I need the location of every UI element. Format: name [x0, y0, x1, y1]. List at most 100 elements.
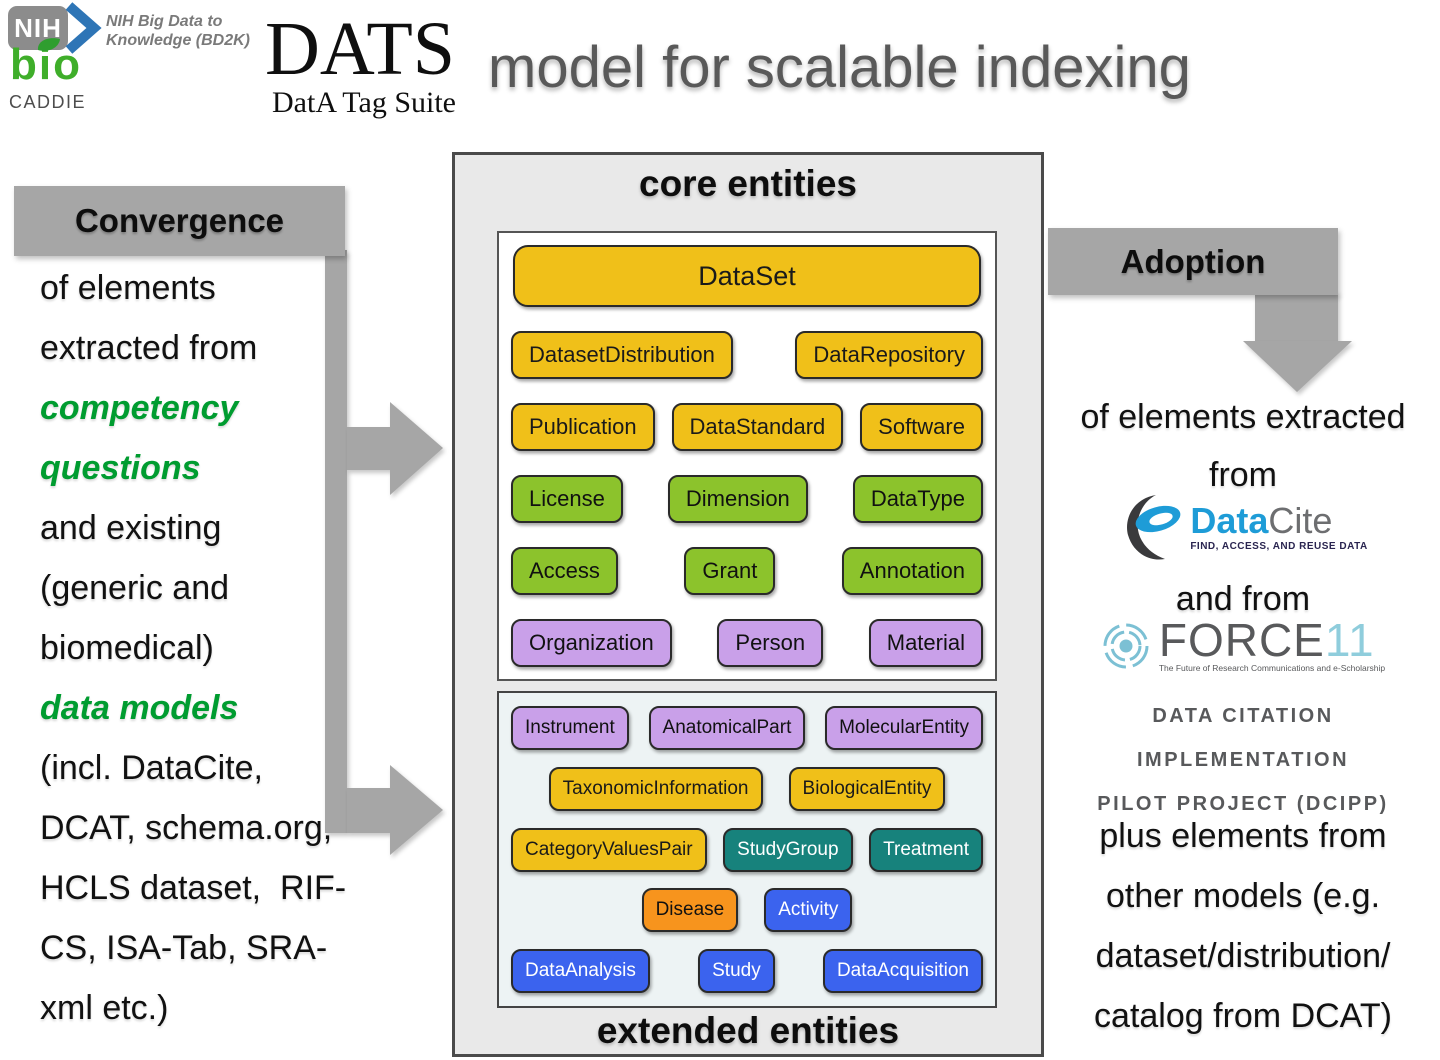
entity-pill-study: Study: [698, 949, 775, 993]
left-text-line: competency: [40, 389, 239, 427]
entity-pill-studygroup: StudyGroup: [723, 827, 853, 872]
datacite-logo: DataCite FIND, ACCESS, AND REUSE DATA: [1048, 490, 1438, 564]
datacite-tagline: FIND, ACCESS, AND REUSE DATA: [1190, 540, 1368, 552]
left-text-line: biomedical): [40, 629, 214, 667]
entity-pill-datarepository: DataRepository: [795, 331, 983, 379]
left-text-line: data models: [40, 689, 239, 727]
adoption-line1: of elements extracted: [1080, 398, 1406, 436]
entity-pill-access: Access: [511, 547, 618, 595]
bd2k-line2: Knowledge (BD2K): [106, 32, 250, 49]
entity-pill-organization: Organization: [511, 619, 672, 667]
force11-name: FORCE11: [1159, 617, 1385, 663]
entity-row: Organization Person Material: [511, 619, 983, 667]
left-text-line: (incl. DataCite,: [40, 749, 263, 787]
entity-pill-datatype: DataType: [852, 475, 983, 523]
convergence-label: Convergence: [74, 202, 285, 239]
entity-pill-disease: Disease: [641, 888, 739, 933]
nih-logo: NIH: [8, 6, 68, 50]
entity-pill-person: Person: [717, 619, 824, 667]
right-arrow-icon: [347, 765, 443, 855]
core-entities-title: core entities: [639, 163, 857, 204]
extended-entities-title: extended entities: [596, 1010, 900, 1051]
entity-row: Instrument AnatomicalPart MolecularEntity: [511, 706, 983, 750]
leaf-icon: [37, 38, 60, 51]
entity-pill-taxonomicinformation: TaxonomicInformation: [548, 766, 763, 811]
entity-pill-categoryvaluespair: CategoryValuesPair: [511, 827, 707, 872]
left-text-line: and existing: [40, 509, 222, 547]
left-text-lines: of elements extracted from competency quest…: [40, 258, 346, 1038]
left-text-line: of elements: [40, 269, 216, 307]
entity-row: CategoryValuesPair StudyGroup Treatment: [511, 827, 983, 872]
nih-chevron-icon: [65, 2, 102, 54]
adoption-label: Adoption: [1120, 242, 1266, 280]
left-text-line: (generic and: [40, 569, 230, 607]
force11-name-force: FORCE: [1158, 614, 1325, 666]
adoption-connector-bar: [1255, 292, 1338, 342]
dcipp-label: DATA CITATION IMPLEMENTATION PILOT PROJE…: [1048, 694, 1438, 826]
and-from-text: and from: [1175, 580, 1311, 618]
entity-pill-grant: Grant: [684, 547, 776, 595]
entity-pill-dimension: Dimension: [667, 475, 808, 523]
datacite-name-cite: Cite: [1268, 499, 1333, 541]
left-text-line: DCAT, schema.org,: [40, 809, 333, 847]
dats-acronym: DATS: [265, 7, 456, 91]
datacite-name-data: Data: [1190, 499, 1269, 541]
entity-pill-instrument: Instrument: [511, 706, 629, 750]
left-text-line: CS, ISA-Tab, SRA-: [40, 929, 328, 967]
entity-row: Access Grant Annotation: [511, 547, 983, 595]
entity-pill-material: Material: [868, 619, 983, 667]
down-arrow-icon: [1243, 341, 1352, 392]
force11-wordmark: FORCE11 The Future of Research Communica…: [1158, 617, 1386, 673]
datacite-name: DataCite: [1190, 499, 1367, 541]
entity-row: TaxonomicInformation BiologicalEntity: [511, 766, 983, 811]
convergence-banner: Convergence: [14, 186, 345, 256]
force11-name-11: 11: [1324, 614, 1375, 666]
entity-pill-biologicalentity: BiologicalEntity: [788, 766, 946, 811]
dats-subtitle: DatA Tag Suite: [272, 86, 456, 119]
adoption-line2: from: [1209, 456, 1277, 494]
closing-line: catalog from DCAT): [1094, 997, 1392, 1035]
entity-row: License Dimension DataType: [511, 475, 983, 523]
closing-lines: plus elements from other models (e.g. data…: [1048, 806, 1438, 1046]
datacite-swoosh-icon: [1127, 495, 1181, 560]
entity-pill-software: Software: [860, 403, 983, 451]
page-title: model for scalable indexing: [488, 35, 1191, 100]
entity-pill-dataset: DataSet: [513, 245, 981, 307]
entity-row: Disease Activity: [511, 888, 983, 933]
adoption-banner: Adoption: [1048, 228, 1338, 295]
entity-row: DataSet: [511, 245, 983, 307]
entity-pill-anatomicalpart: AnatomicalPart: [648, 706, 806, 750]
closing-line: plus elements from: [1099, 817, 1387, 855]
entity-pill-dataanalysis: DataAnalysis: [511, 949, 650, 993]
bd2k-label: NIH Big Data to Knowledge (BD2K): [106, 12, 250, 50]
entity-pill-publication: Publication: [511, 403, 655, 451]
dcipp-line1: DATA CITATION IMPLEMENTATION: [1136, 705, 1350, 771]
left-text-line: xml etc.): [40, 989, 169, 1027]
entity-pill-dataacquisition: DataAcquisition: [822, 949, 983, 993]
force11-tagline: The Future of Research Communications an…: [1158, 663, 1386, 673]
entity-pill-molecularentity: MolecularEntity: [825, 706, 983, 750]
right-arrow-icon: [347, 402, 443, 495]
entity-pill-datasetdistribution: DatasetDistribution: [511, 331, 733, 379]
nih-logo-text: NIH: [14, 12, 62, 43]
closing-line: other models (e.g.: [1105, 877, 1381, 915]
force11-circles-icon: [1103, 623, 1149, 668]
bd2k-line1: NIH Big Data to: [106, 13, 223, 30]
entity-pill-datastandard: DataStandard: [671, 403, 844, 451]
left-text-line: HCLS dataset, RIF-: [40, 869, 347, 907]
left-text-line: questions: [40, 449, 201, 487]
closing-line: dataset/distribution/: [1095, 937, 1391, 975]
dcipp-line2: PILOT PROJECT (DCIPP): [1097, 793, 1389, 815]
entity-pill-activity: Activity: [764, 888, 853, 933]
entity-pill-license: License: [511, 475, 623, 523]
datacite-wordmark: DataCite FIND, ACCESS, AND REUSE DATA: [1190, 499, 1368, 552]
entity-row: Publication DataStandard Software: [511, 403, 983, 451]
entity-pill-treatment: Treatment: [869, 827, 983, 872]
biocaddie-logo-caddie: CADDIE: [9, 92, 87, 112]
entity-pill-annotation: Annotation: [841, 547, 983, 595]
left-text-line: extracted from: [40, 329, 258, 367]
